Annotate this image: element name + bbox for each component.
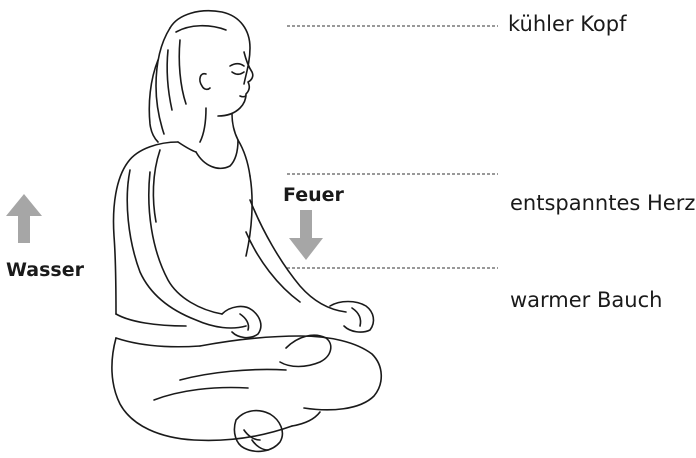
head-label: kühler Kopf	[508, 12, 627, 36]
belly-label: warmer Bauch	[510, 288, 662, 312]
fire-label: Feuer	[283, 184, 345, 206]
guide-lines	[287, 26, 498, 268]
meditating-woman-illustration	[112, 11, 381, 452]
water-label: Wasser	[6, 259, 85, 281]
heart-label: entspanntes Herz	[510, 191, 695, 215]
down-arrow-icon	[289, 210, 323, 260]
up-arrow-icon	[6, 194, 42, 243]
